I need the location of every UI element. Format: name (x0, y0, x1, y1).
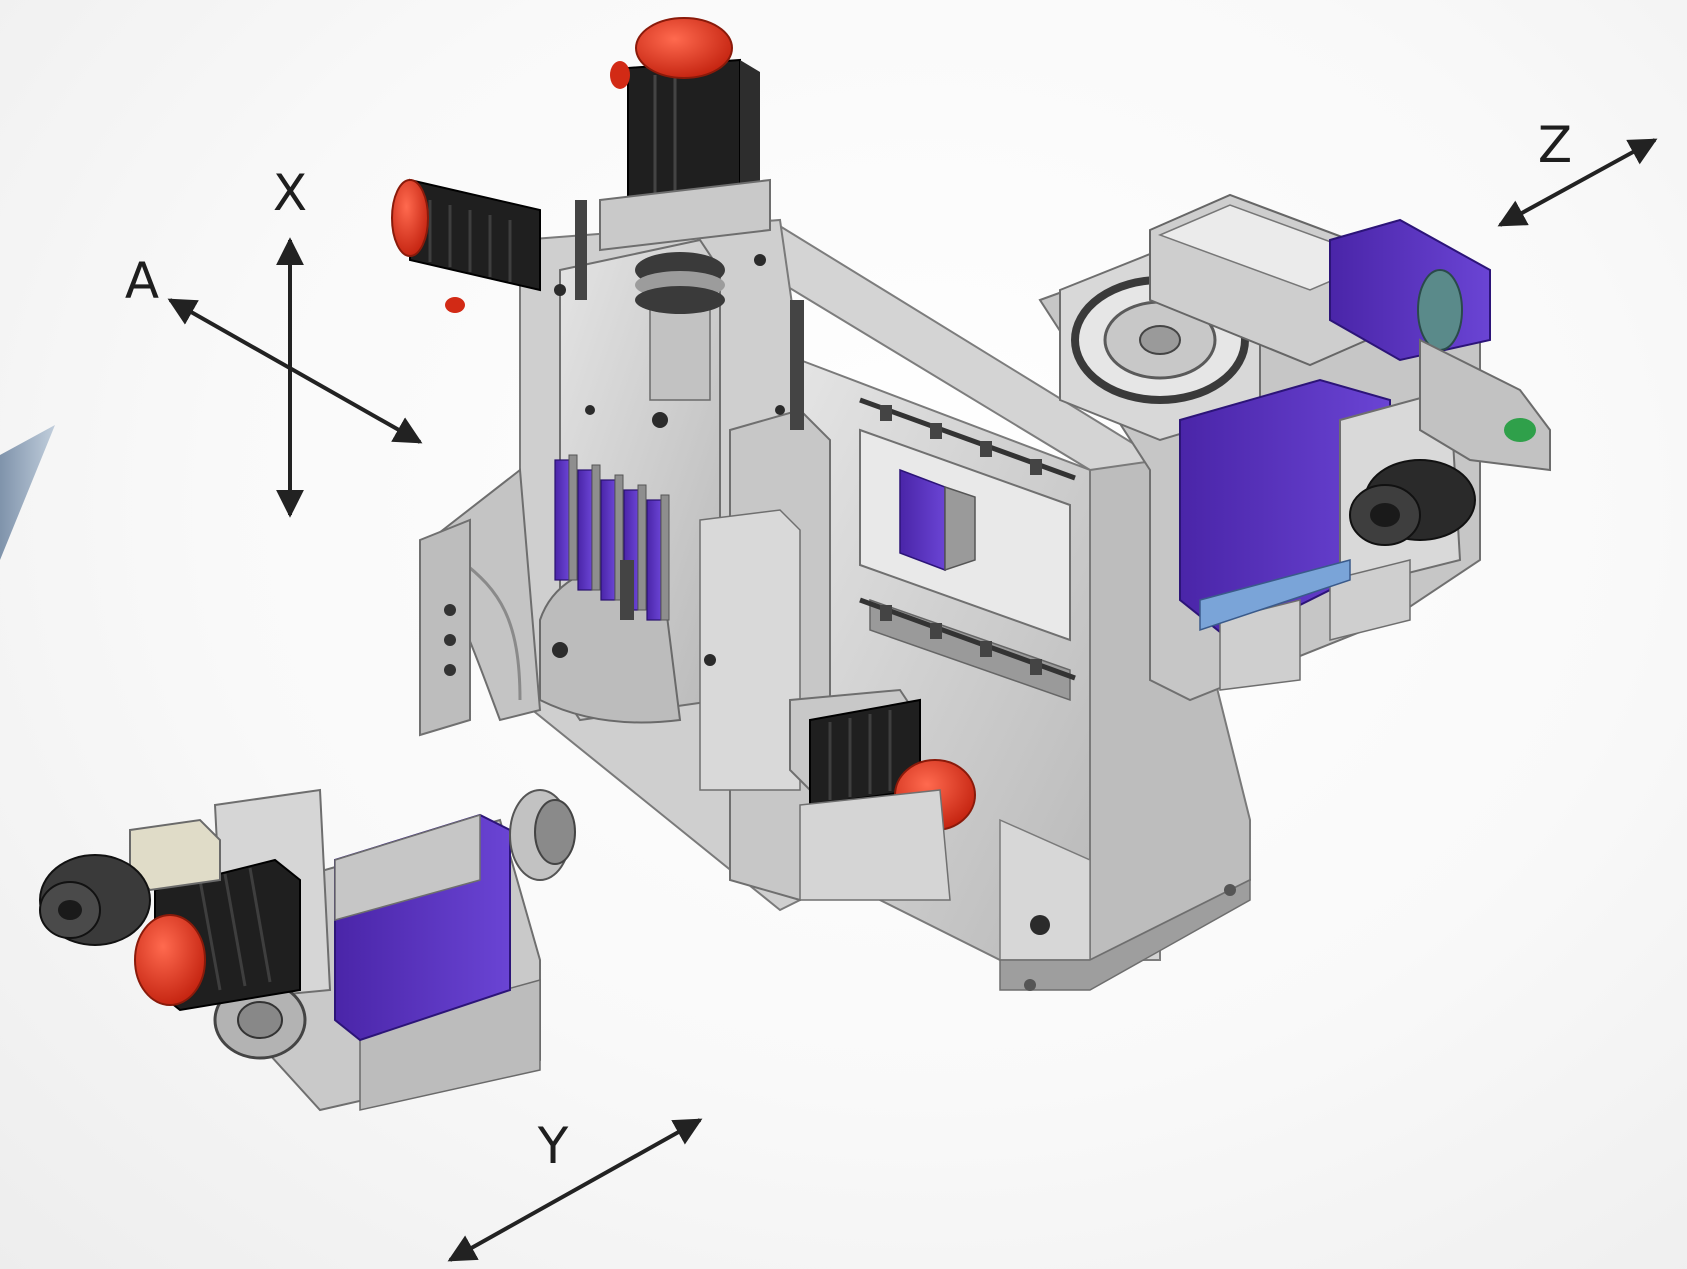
z-axis-label: Z (1538, 116, 1572, 174)
side-servo-motor (391, 178, 541, 313)
y-axis-arrow (447, 1118, 703, 1262)
x-axis-label: X (273, 164, 307, 222)
a-axis-label: A (125, 252, 159, 310)
x-axis-carriage (419, 200, 831, 912)
top-servo-motor (599, 17, 771, 252)
a-axis-arrow (167, 298, 423, 444)
z-axis-arrow (1497, 138, 1658, 227)
y-axis-spindle-unit (39, 788, 576, 1112)
axis-arrows (167, 138, 1658, 1262)
y-axis-label: Y (537, 1117, 569, 1175)
z-axis-spindle-unit (1038, 193, 1551, 702)
backdrop-wedge (0, 425, 55, 560)
lower-servo-motor (789, 688, 976, 901)
